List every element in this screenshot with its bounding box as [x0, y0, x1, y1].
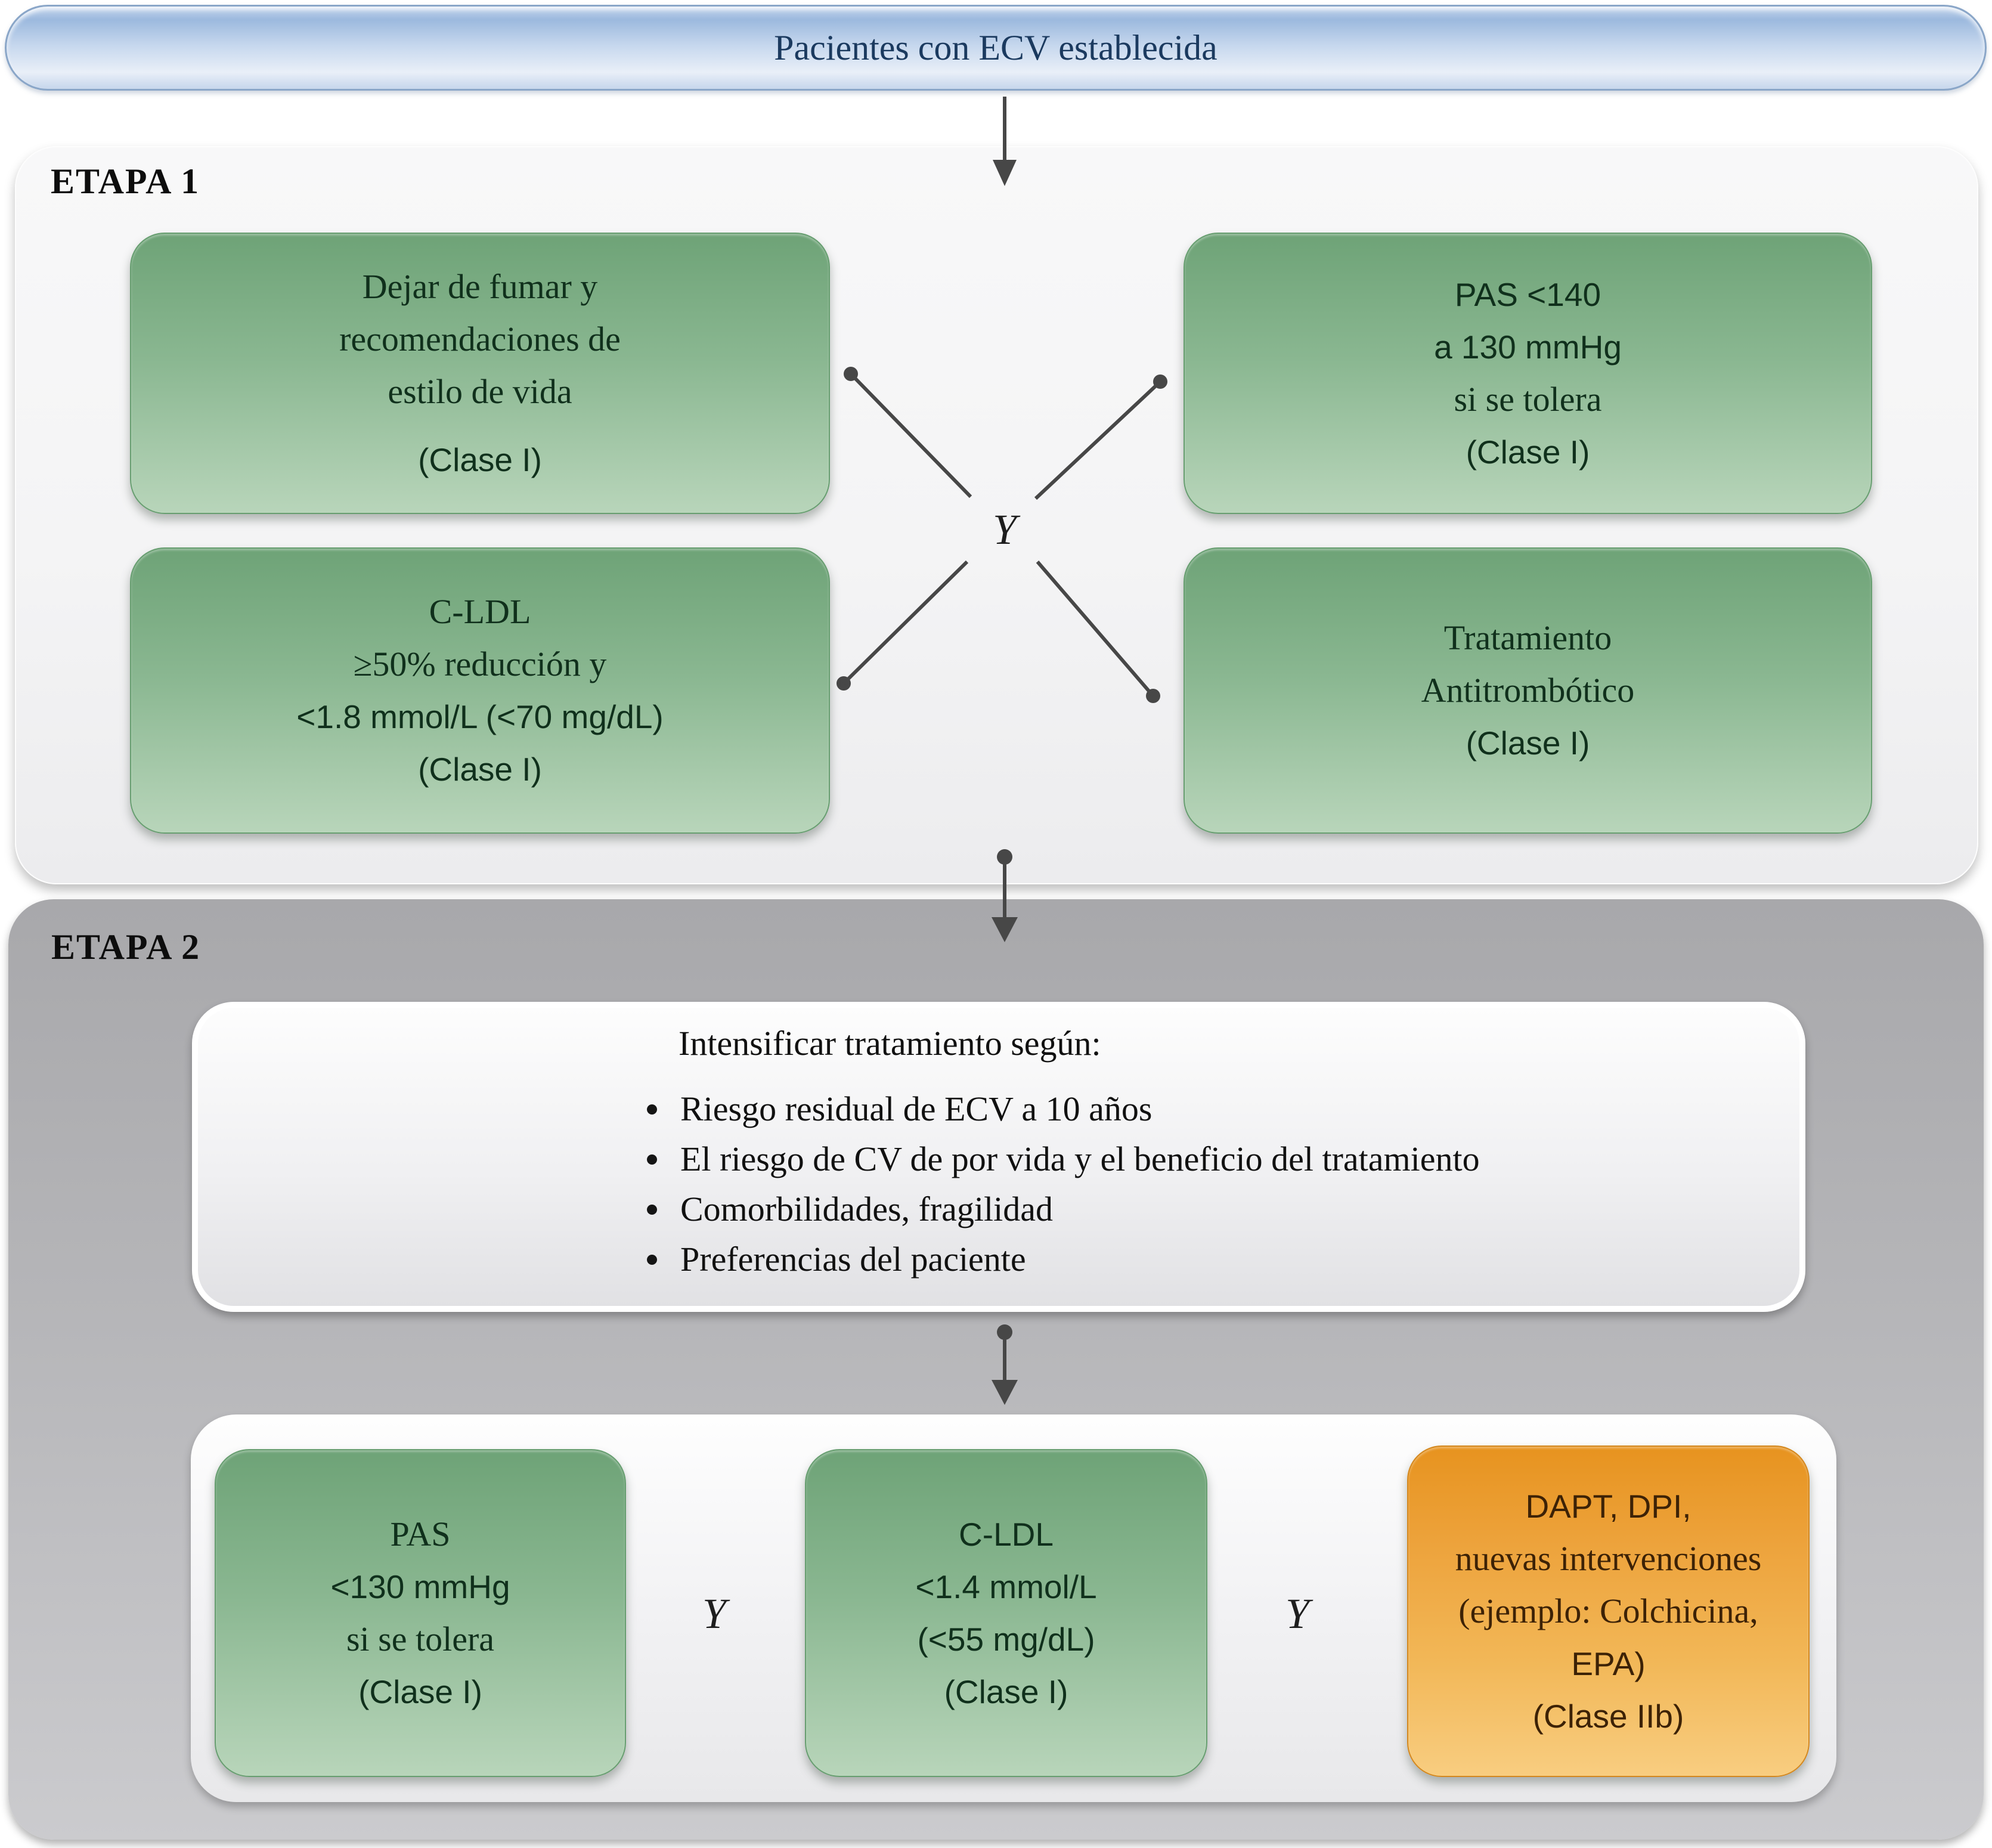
box-text-line: EPA): [1571, 1645, 1646, 1682]
box-text-line: (Clase I): [358, 1673, 482, 1710]
box-text-line: <1.4 mmol/L: [915, 1568, 1097, 1605]
box-text-line: estilo de vida: [388, 372, 572, 411]
box-text-line: Tratamiento: [1443, 618, 1612, 657]
box-text-line: (Clase I): [1466, 725, 1590, 762]
and-label-targets-2: Y: [1285, 1589, 1310, 1637]
box-text-line: <130 mmHg: [330, 1568, 510, 1605]
box-text-line: (<55 mg/dL): [917, 1621, 1095, 1658]
intensify-criteria-box: Intensificar tratamiento según: Riesgo r…: [192, 1002, 1805, 1312]
box-text-line: (ejemplo: Colchicina,: [1458, 1592, 1758, 1630]
box-text-line: a 130 mmHg: [1434, 329, 1622, 366]
box-text-line: si se tolera: [1454, 380, 1602, 419]
header-pill: Pacientes con ECV establecida: [5, 5, 1987, 91]
box-text-line: recomendaciones de: [339, 320, 621, 358]
box-text-line: (Clase I): [1466, 434, 1590, 470]
criteria-item: Riesgo residual de ECV a 10 años: [643, 1084, 1480, 1134]
box-text-line: C-LDL: [959, 1516, 1054, 1553]
node-cldl-50pct: C-LDL ≥50% reducción y <1.8 mmol/L (<70 mg…: [130, 547, 830, 834]
box-text-line: PAS: [390, 1515, 451, 1553]
page-title: Pacientes con ECV establecida: [774, 27, 1217, 67]
criteria-item: Preferencias del paciente: [643, 1234, 1480, 1284]
box-text-line: Antitrombótico: [1421, 671, 1635, 710]
node-pas-140: PAS <140 a 130 mmHg si se tolera (Clase I): [1184, 233, 1872, 514]
box-text-line: si se tolera: [346, 1620, 495, 1658]
box-text-line: C-LDL: [429, 592, 531, 631]
box-text-line: nuevas intervenciones: [1455, 1539, 1762, 1578]
stage1-label: ETAPA 1: [51, 162, 200, 201]
node-lifestyle: Dejar de fumar y recomendaciones de estilo…: [130, 233, 830, 514]
node-dapt-new-interventions: DAPT, DPI, nuevas intervenciones (ejemplo:…: [1407, 1445, 1810, 1777]
criteria-item: Comorbilidades, fragilidad: [643, 1184, 1480, 1234]
and-label-targets-1: Y: [702, 1589, 727, 1637]
criteria-heading: Intensificar tratamiento según:: [679, 1024, 1101, 1063]
box-text-line: (Clase IIb): [1532, 1698, 1684, 1735]
node-cldl-1-4: C-LDL <1.4 mmol/L (<55 mg/dL) (Clase I): [805, 1449, 1207, 1777]
box-text-line: (Clase I): [418, 751, 542, 788]
box-text-line: (Clase I): [418, 441, 542, 478]
criteria-item: El riesgo de CV de por vida y el benefic…: [643, 1134, 1480, 1184]
box-text-line: Dejar de fumar y: [362, 267, 598, 306]
node-pas-130: PAS <130 mmHg si se tolera (Clase I): [215, 1449, 626, 1777]
and-label-stage1: Y: [992, 505, 1017, 553]
box-text-line: <1.8 mmol/L (<70 mg/dL): [296, 698, 664, 735]
box-text-line: DAPT, DPI,: [1525, 1488, 1692, 1525]
box-text-line: (Clase I): [944, 1673, 1068, 1710]
box-text-line: PAS <140: [1454, 276, 1601, 313]
stage2-label: ETAPA 2: [51, 927, 201, 967]
box-text-line: ≥50% reducción y: [353, 645, 607, 683]
